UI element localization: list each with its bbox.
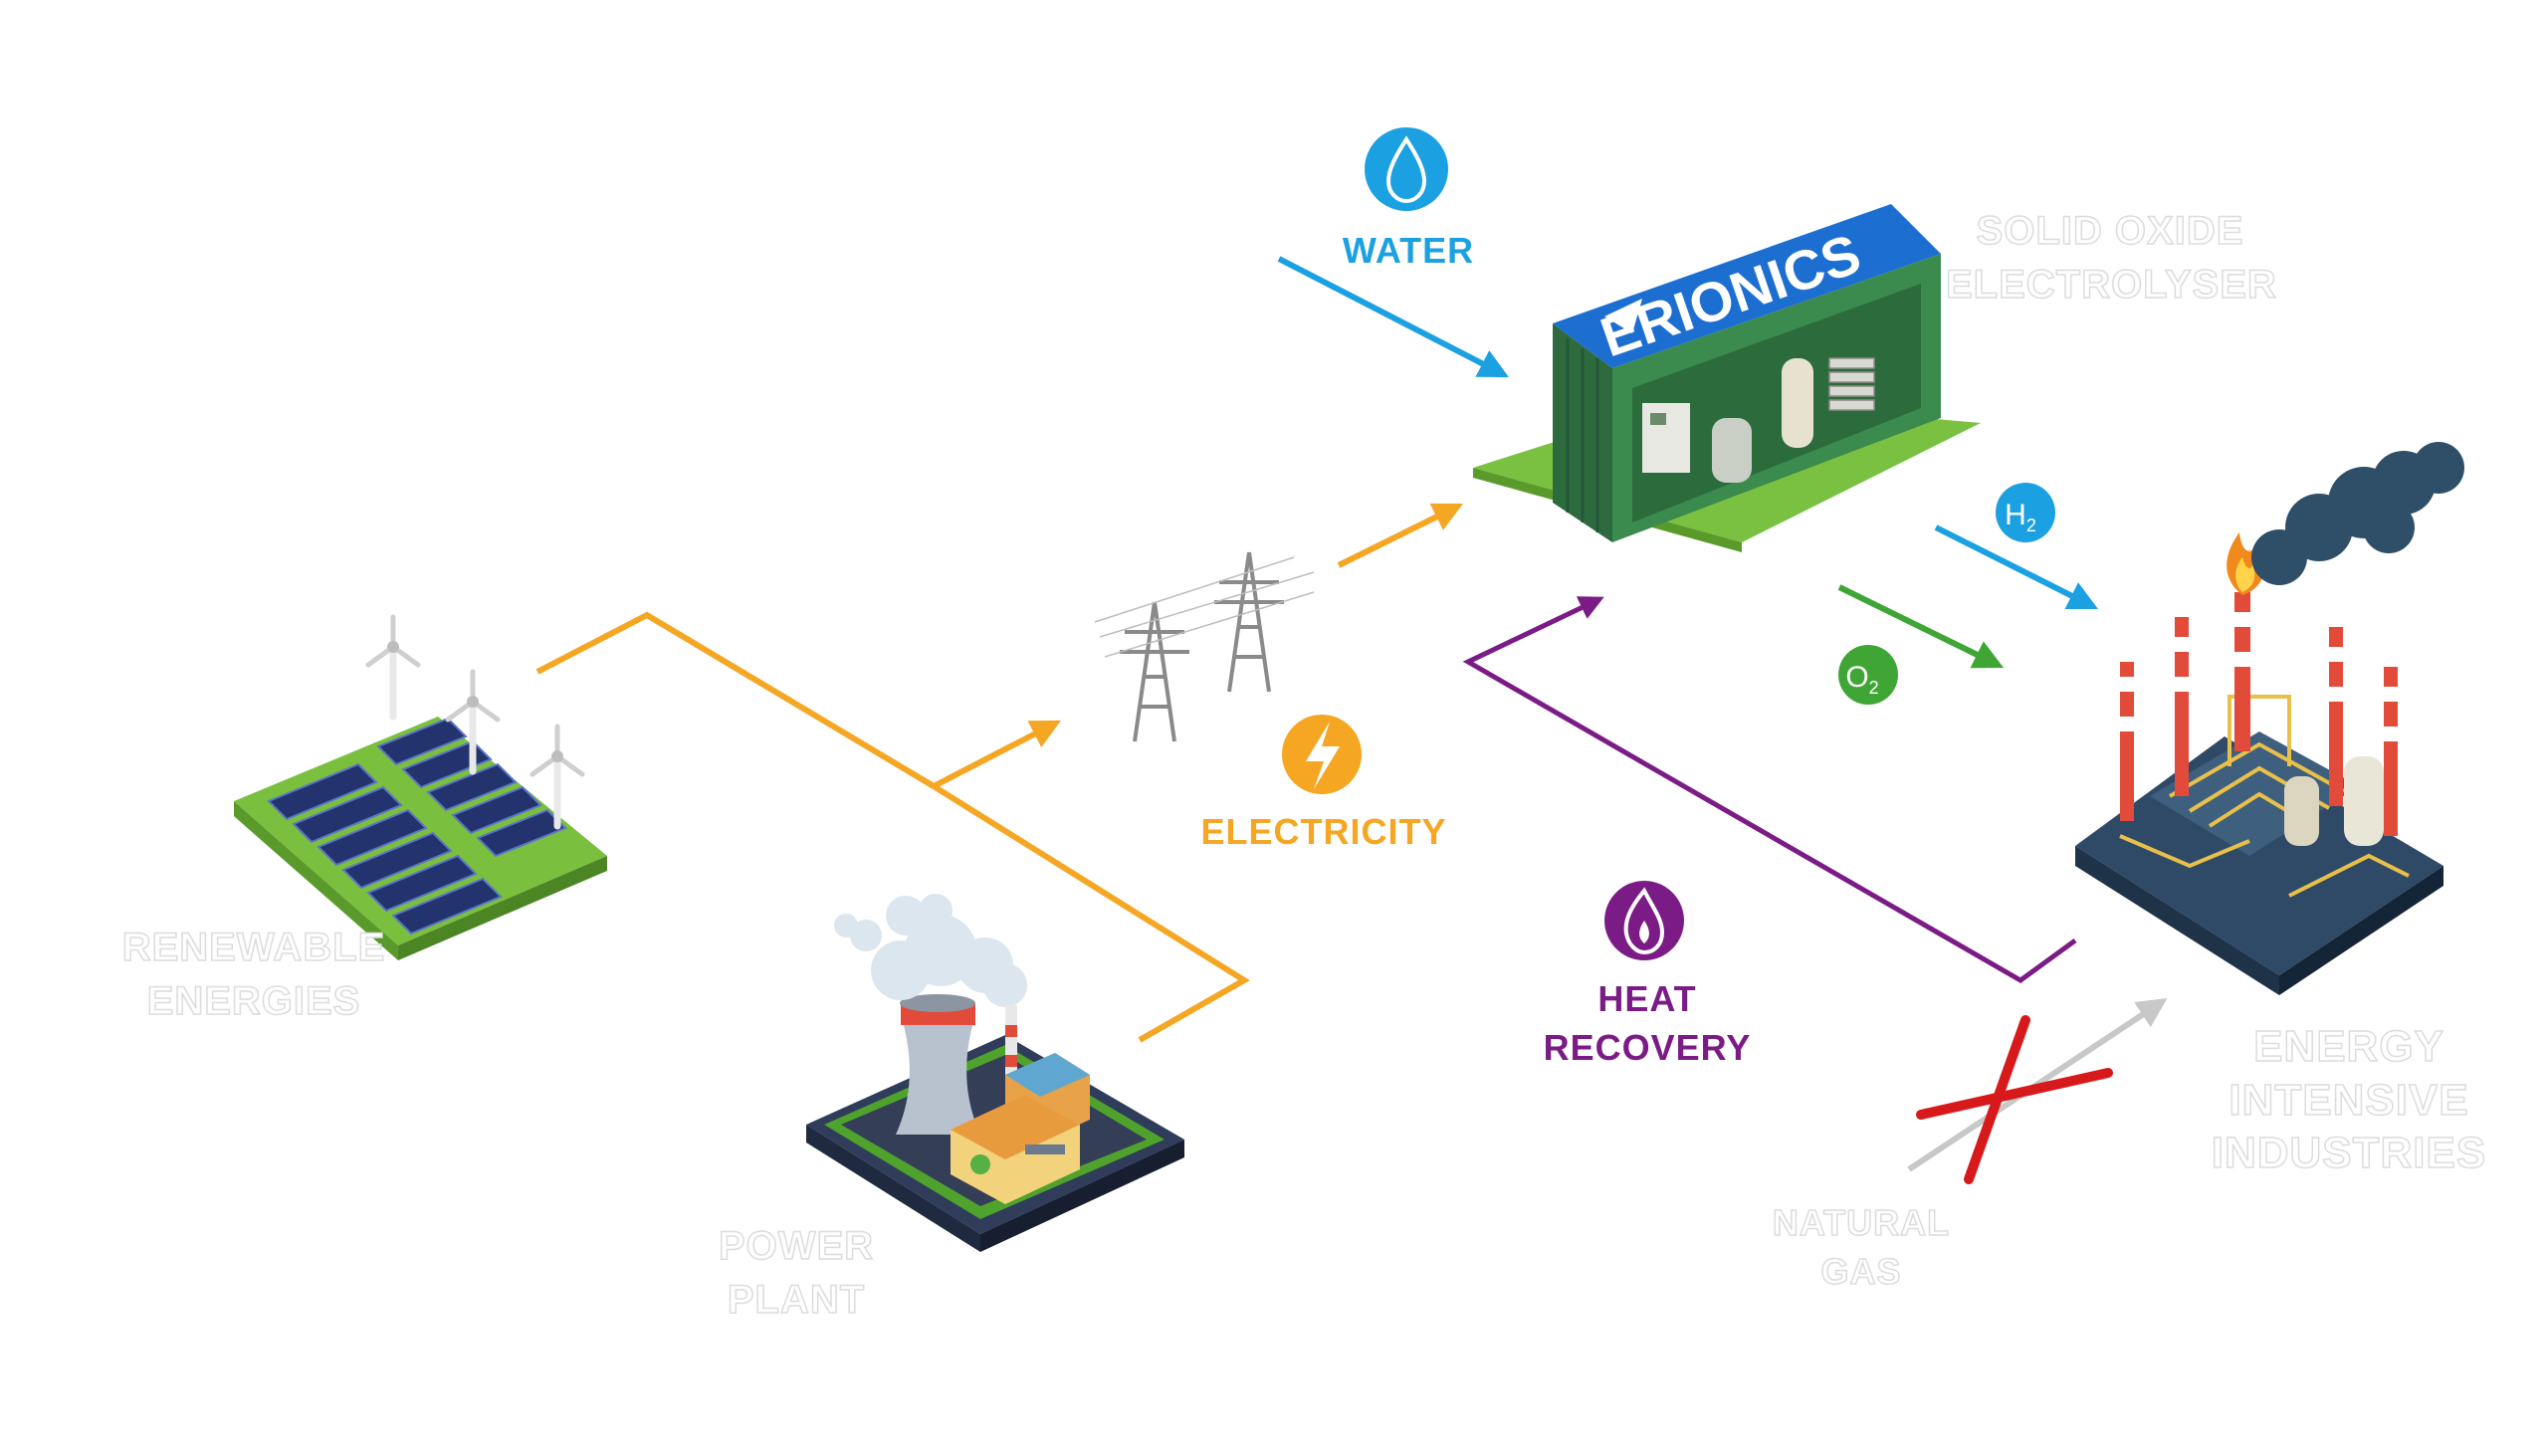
power-plant-flow-line xyxy=(932,783,1250,1043)
power-plant-illustration xyxy=(806,894,1184,1252)
energy-intensive-industries-label: ENERGY INTENSIVE INDUSTRIES xyxy=(2190,1020,2508,1180)
heat-recovery-line xyxy=(1462,596,2077,983)
water-drop-icon xyxy=(1365,127,1448,211)
energy-intensive-industries-line-1: ENERGY xyxy=(2252,1021,2444,1071)
energy-intensive-industries-line-2: INTENSIVE xyxy=(2229,1075,2469,1125)
renewable-energies-line-2: ENERGIES xyxy=(146,978,361,1024)
renewable-energies-line-1: RENEWABLE xyxy=(121,925,386,970)
o2-badge-icon xyxy=(1838,645,1898,705)
oxygen-arrow xyxy=(1837,584,2005,669)
renewable-energies-label: RENEWABLE ENERGIES xyxy=(109,921,398,1028)
energy-intensive-industries-line-3: INDUSTRIES xyxy=(2211,1129,2487,1178)
electricity-arrow-to-electrolyser xyxy=(1337,503,1464,568)
renewable-flow-line xyxy=(535,611,936,789)
heat-recovery-line-1: HEAT xyxy=(1597,978,1697,1019)
h2-badge-icon xyxy=(1996,483,2055,542)
electricity-label: ELECTRICITY xyxy=(1200,811,1447,852)
brand-logo-mark xyxy=(1604,299,1642,333)
electrolyser-container-illustration xyxy=(1473,204,1981,552)
electricity-arrow-to-pylons xyxy=(932,720,1061,789)
natural-gas-cross-mark xyxy=(1916,1015,2113,1184)
lightning-bolt-icon xyxy=(1282,715,1362,794)
heat-recovery-label: HEAT RECOVERY xyxy=(1533,975,1762,1072)
water-label: WATER xyxy=(1342,230,1475,271)
o2-subscript: 2 xyxy=(1869,678,1879,698)
o2-symbol: O xyxy=(1845,661,1868,694)
water-arrow xyxy=(1277,256,1509,378)
industry-plant-illustration xyxy=(2075,442,2464,995)
renewable-energies-illustration xyxy=(234,614,607,960)
natural-gas-line-1: NATURAL xyxy=(1772,1201,1951,1243)
natural-gas-line-2: GAS xyxy=(1820,1250,1902,1292)
solid-oxide-electrolyser-label: SOLID OXIDE ELECTROLYSER xyxy=(1945,204,2277,312)
power-plant-label: POWER PLANT xyxy=(697,1219,896,1327)
o2-label: O2 xyxy=(1845,661,1878,698)
heat-recovery-line-2: RECOVERY xyxy=(1543,1026,1752,1068)
power-plant-line-2: PLANT xyxy=(727,1277,866,1323)
natural-gas-label: NATURAL GAS xyxy=(1752,1199,1971,1296)
h2-subscript: 2 xyxy=(2026,516,2036,535)
power-plant-line-1: POWER xyxy=(718,1223,875,1269)
h2-label: H2 xyxy=(2005,499,2036,535)
solid-oxide-electrolyser-line-1: SOLID OXIDE xyxy=(1976,208,2244,254)
flame-icon xyxy=(1604,881,1684,960)
power-pylons-illustration xyxy=(1094,551,1315,742)
hydrogen-arrow xyxy=(1934,524,2099,610)
h2-symbol: H xyxy=(2005,499,2026,531)
solid-oxide-electrolyser-line-2: ELECTROLYSER xyxy=(1945,262,2277,308)
